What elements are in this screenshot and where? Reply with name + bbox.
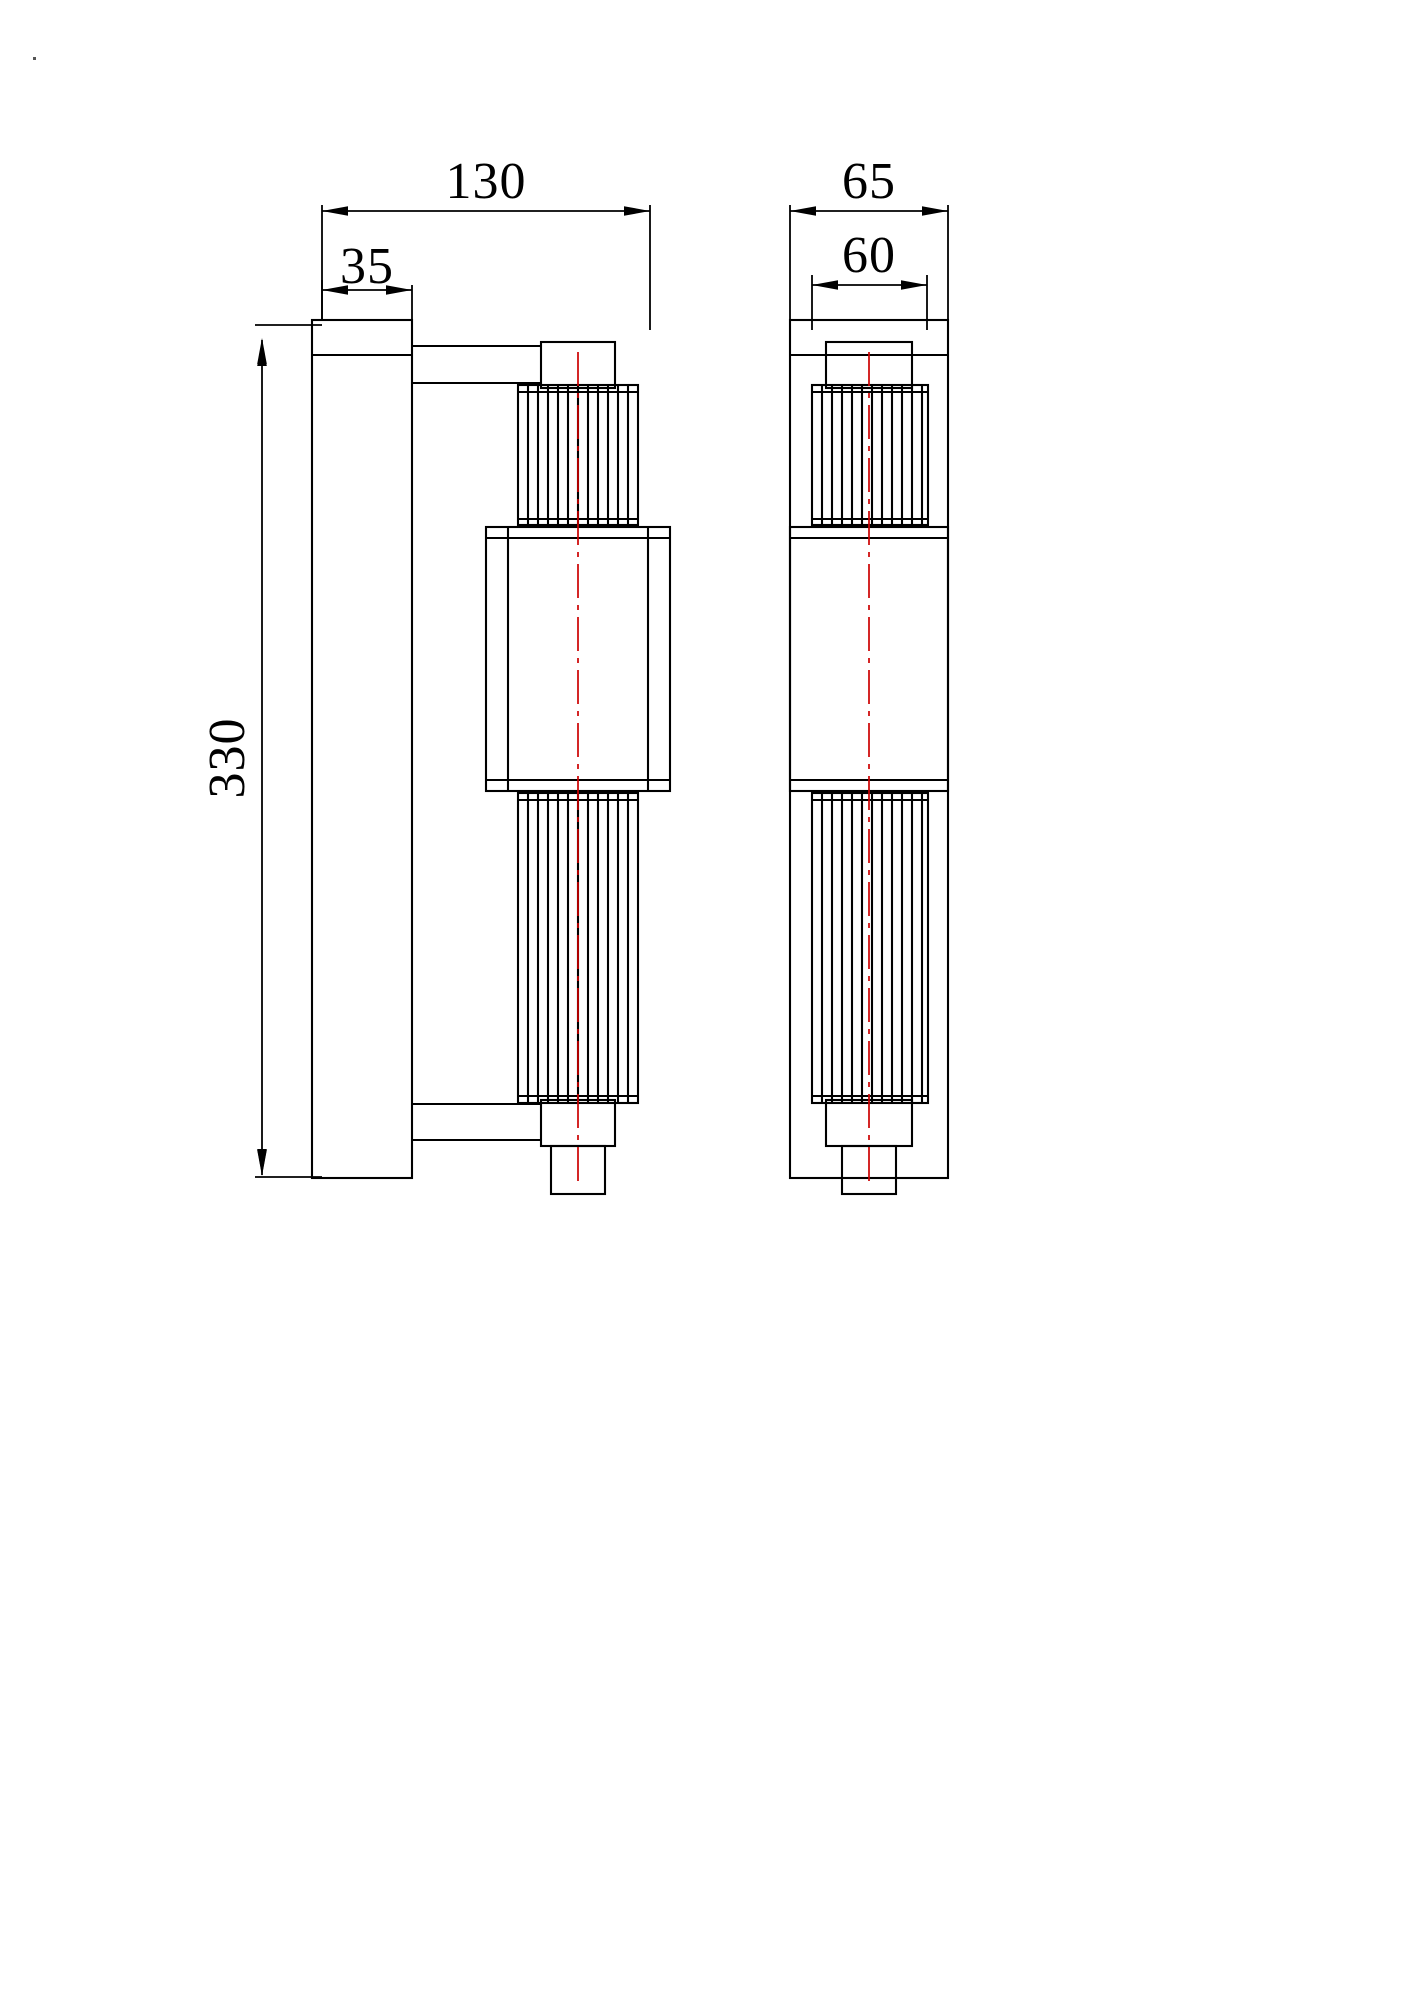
dimension-label-130: 130	[446, 153, 527, 210]
front-socket-nub	[840, 1144, 898, 1196]
front-upper-diffuser	[810, 383, 930, 527]
front-elevation-view	[788, 318, 950, 1196]
side-elevation-view	[310, 318, 672, 1196]
dimension-330-arrowheads	[257, 338, 267, 1176]
front-lower-diffuser	[810, 791, 930, 1105]
side-backplate	[310, 318, 414, 1180]
side-socket-nub	[549, 1144, 607, 1196]
centerlines	[577, 352, 870, 1186]
dimension-label-330: 330	[199, 718, 256, 799]
dimension-65	[789, 205, 949, 320]
dimension-330	[255, 324, 322, 1178]
side-upper-arm	[412, 344, 541, 385]
front-top-cap	[824, 340, 914, 390]
sheet-speck	[33, 57, 36, 60]
dimension-label-65: 65	[842, 153, 896, 210]
dimension-label-35: 35	[340, 238, 394, 295]
dimension-label-60: 60	[842, 227, 896, 284]
